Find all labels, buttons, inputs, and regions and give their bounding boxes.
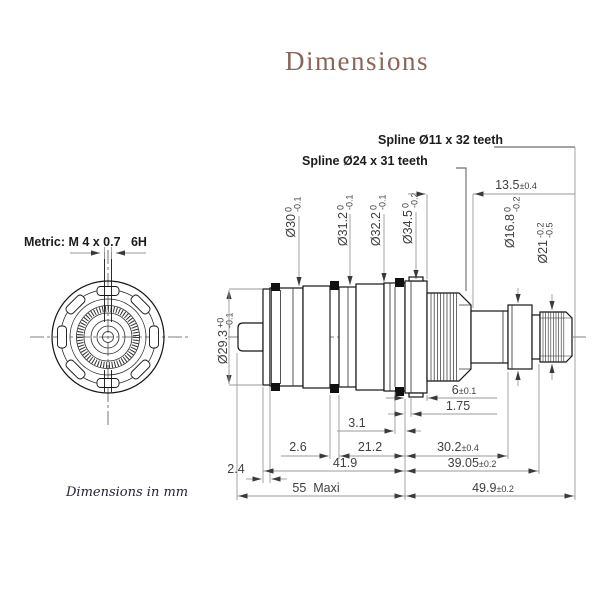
svg-text:-0.2: -0.2 bbox=[512, 196, 522, 212]
dia-label-21: Ø21 -0.2 -0.5 bbox=[536, 222, 555, 263]
knurl-section-2 bbox=[355, 283, 385, 391]
front-center-hole bbox=[102, 331, 114, 343]
dim-30-2: 30.2±0.4 bbox=[405, 440, 508, 459]
mount-flange-rim-bottom bbox=[408, 392, 424, 398]
o-ring-3-bottom bbox=[395, 387, 404, 396]
svg-text:-0.1: -0.1 bbox=[225, 312, 235, 328]
spline-24-leader bbox=[456, 167, 467, 291]
svg-text:Ø32.2: Ø32.2 bbox=[369, 212, 383, 246]
o-ring-2-top bbox=[330, 281, 339, 290]
side-view bbox=[228, 276, 586, 398]
svg-text:-0.1: -0.1 bbox=[345, 194, 355, 210]
front-knurl-outer bbox=[76, 305, 140, 369]
dim-6: 6±0.1 bbox=[386, 383, 497, 401]
section-d345 bbox=[383, 282, 406, 392]
dim-55: 55 Maxi bbox=[237, 481, 405, 499]
svg-text:0: 0 bbox=[369, 205, 379, 210]
neck bbox=[531, 314, 541, 360]
o-ring-2-bottom bbox=[330, 384, 339, 393]
svg-text:0: 0 bbox=[401, 203, 411, 208]
dia-label-30: Ø30 0 -0.1 bbox=[284, 196, 303, 237]
stem bbox=[237, 322, 264, 352]
front-outer-circle bbox=[51, 280, 165, 394]
dim-21-2: 21.2 bbox=[339, 440, 405, 459]
dim-49-9: 49.9±0.2 bbox=[405, 481, 575, 499]
front-circle-4 bbox=[90, 319, 126, 355]
front-view bbox=[30, 250, 188, 428]
spline-24-label: Spline Ø24 x 31 teeth bbox=[302, 154, 428, 168]
dia-label-345: Ø34.5 0 -0.2 bbox=[401, 192, 420, 244]
spline-24-teeth bbox=[430, 293, 471, 381]
o-ring-3-top bbox=[395, 278, 404, 287]
o-ring-1-bottom bbox=[271, 383, 280, 391]
section-mid bbox=[338, 286, 357, 388]
dia-label-293: Ø29.3 +0 -0.1 bbox=[216, 312, 235, 364]
svg-text:0: 0 bbox=[503, 207, 513, 212]
dim-3-1: 3.1 bbox=[337, 416, 421, 434]
dim-41-9-text: 41.9 bbox=[333, 456, 357, 470]
svg-text:Ø21: Ø21 bbox=[536, 240, 550, 264]
dia-label-312: Ø31.2 0 -0.1 bbox=[336, 194, 355, 246]
mount-flange bbox=[404, 280, 428, 394]
dim-2-4-text: 2.4 bbox=[227, 462, 244, 476]
spline-11-teeth bbox=[540, 312, 572, 362]
dim-2-4: 2.4 bbox=[227, 462, 287, 482]
svg-text:-0.1: -0.1 bbox=[293, 196, 303, 212]
svg-text:+0: +0 bbox=[216, 318, 226, 328]
thread-label: Metric: M 4 x 0.7 6H bbox=[24, 235, 147, 249]
dia-label-168: Ø16.8 0 -0.2 bbox=[503, 196, 522, 248]
dim-3-1-text: 3.1 bbox=[348, 416, 365, 430]
svg-text:0: 0 bbox=[284, 207, 294, 212]
thread-dimension: Metric: M 4 x 0.7 6H bbox=[24, 235, 147, 259]
svg-text:-0.1: -0.1 bbox=[378, 194, 388, 210]
svg-text:Ø16.8: Ø16.8 bbox=[503, 214, 517, 248]
dim-1-75-text: 1.75 bbox=[446, 399, 470, 413]
dia-label-322: Ø32.2 0 -0.1 bbox=[369, 194, 388, 246]
dim-1-75: 1.75 bbox=[388, 399, 497, 417]
o-ring-1-top bbox=[271, 283, 280, 291]
page-title: Dimensions bbox=[285, 46, 429, 76]
dim-13-5: 13.5±0.4 bbox=[408, 178, 575, 197]
footnote: Dimensions in mm bbox=[65, 485, 188, 500]
section-d30 bbox=[269, 287, 304, 387]
knurl-section-1 bbox=[302, 285, 331, 389]
dim-30-2-text: 30.2±0.4 bbox=[437, 440, 479, 454]
front-circle-3 bbox=[69, 298, 147, 376]
dim-39-05: 39.05±0.2 bbox=[405, 456, 539, 474]
spline-24-body bbox=[426, 292, 472, 382]
dim-21-2-text: 21.2 bbox=[358, 440, 382, 454]
front-circle-5 bbox=[96, 325, 120, 349]
shaft-d168 bbox=[470, 310, 509, 364]
svg-text:Ø29.3: Ø29.3 bbox=[216, 330, 230, 364]
spline-11-label: Spline Ø11 x 32 teeth bbox=[378, 133, 503, 147]
dim-13-5-text: 13.5±0.4 bbox=[495, 178, 537, 192]
svg-text:0: 0 bbox=[336, 205, 346, 210]
dim-6-text: 6±0.1 bbox=[452, 383, 476, 397]
dim-41-9: 41.9 bbox=[263, 456, 405, 474]
dim-55-text: 55 Maxi bbox=[292, 481, 339, 495]
svg-text:Ø31.2: Ø31.2 bbox=[336, 212, 350, 246]
svg-text:Ø34.5: Ø34.5 bbox=[401, 210, 415, 244]
dim-49-9-text: 49.9±0.2 bbox=[472, 481, 514, 495]
svg-text:Ø30: Ø30 bbox=[284, 214, 298, 238]
flange-29 bbox=[262, 288, 271, 386]
front-slots bbox=[57, 286, 159, 388]
front-knurl-ring bbox=[77, 306, 139, 368]
dim-39-05-text: 39.05±0.2 bbox=[448, 456, 497, 470]
svg-text:-0.5: -0.5 bbox=[545, 222, 555, 238]
dim-2-6: 2.6 bbox=[281, 440, 329, 459]
front-knurl-inner bbox=[83, 312, 133, 362]
diameter-arrows bbox=[226, 212, 555, 386]
svg-text:-0.2: -0.2 bbox=[410, 192, 420, 208]
svg-text:-0.2: -0.2 bbox=[536, 222, 546, 238]
dim-2-6-text: 2.6 bbox=[289, 440, 306, 454]
